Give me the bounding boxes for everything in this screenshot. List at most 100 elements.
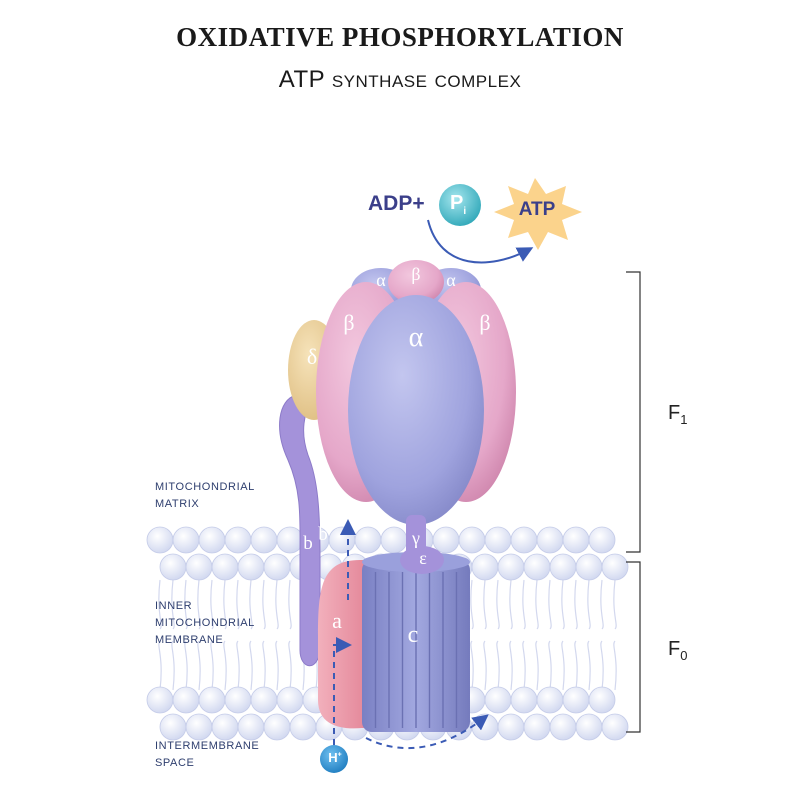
label-beta-top: β — [411, 264, 421, 284]
lipid-tail — [574, 579, 578, 691]
lipid-head — [484, 526, 512, 554]
proton-path-up — [333, 637, 352, 745]
subunit-epsilon — [400, 546, 444, 574]
lipid-head — [211, 713, 239, 741]
lipid-head — [588, 526, 616, 554]
lipid-head — [146, 526, 174, 554]
lipid-tail — [561, 579, 565, 691]
lipid-head — [172, 686, 200, 714]
lipid-tail — [210, 579, 214, 691]
label-b1: b — [303, 533, 313, 554]
label-alpha-front: α — [408, 322, 424, 353]
lipid-head — [471, 713, 499, 741]
lipid-head — [536, 526, 564, 554]
label-gamma: γ — [412, 528, 420, 548]
f0-letter: F — [668, 638, 681, 660]
label-f1: F1 — [668, 402, 687, 427]
lipid-head — [588, 686, 616, 714]
lipid-head — [185, 713, 213, 741]
lipid-head — [198, 686, 226, 714]
lipid-head — [146, 686, 174, 714]
atp-star — [494, 178, 582, 250]
matrix-line-1: MITOCHONDRIAL — [155, 481, 255, 493]
label-a: a — [332, 608, 342, 633]
lipid-head — [237, 713, 265, 741]
label-alpha-top-left: α — [376, 270, 386, 290]
lipid-head — [471, 553, 499, 581]
label-intermembrane-space: INTERMEMBRANE SPACE — [155, 738, 259, 772]
matrix-line-2: MATRIX — [155, 498, 200, 510]
lipid-tail — [197, 579, 201, 691]
lipid-tail — [483, 579, 487, 691]
membrane-line-2: MITOCHONDRIAL — [155, 617, 255, 629]
lipid-tail — [522, 579, 526, 691]
label-c: c — [407, 622, 419, 648]
label-b2: b — [318, 524, 328, 545]
lipid-head — [510, 526, 538, 554]
label-beta-right: β — [479, 310, 491, 335]
proton-charge: + — [337, 751, 342, 759]
label-beta-left: β — [343, 310, 355, 335]
lipid-head — [263, 553, 291, 581]
lipid-head — [458, 526, 486, 554]
lipid-head — [549, 553, 577, 581]
lipid-head — [237, 553, 265, 581]
lipid-tail — [587, 579, 591, 691]
lipid-head — [354, 526, 382, 554]
pi-symbol: P — [450, 192, 464, 214]
subunit-alpha-front — [348, 295, 484, 525]
lipid-head — [484, 686, 512, 714]
lipid-tail — [613, 579, 617, 691]
lipid-tail — [171, 579, 175, 691]
label-f0: F0 — [668, 638, 687, 663]
subunit-b-stalk — [279, 394, 321, 667]
lipid-head — [250, 526, 278, 554]
page-subtitle: ATP synthase complex — [278, 66, 522, 93]
lipid-head — [432, 526, 460, 554]
lipid-head — [601, 713, 629, 741]
lipid-tail — [288, 579, 292, 691]
lipid-head — [172, 526, 200, 554]
label-delta: δ — [306, 344, 318, 369]
atp-label: ATP — [518, 199, 556, 220]
subunit-beta-top — [388, 260, 444, 304]
lipid-head — [263, 713, 291, 741]
lipid-tail — [223, 579, 227, 691]
lipid-head — [601, 553, 629, 581]
pi-subscript: i — [463, 206, 467, 217]
lipid-tail — [509, 579, 513, 691]
membrane-line-1: INNER — [155, 600, 193, 612]
membrane-line-3: MEMBRANE — [155, 634, 224, 646]
lipid-tail — [158, 579, 162, 691]
label-alpha-top-right: α — [446, 270, 456, 290]
label-epsilon: ε — [419, 548, 427, 568]
intermembrane-line-1: INTERMEMBRANE — [155, 740, 260, 752]
pi-label: Pi — [450, 192, 466, 217]
f1-bracket — [626, 271, 641, 553]
lipid-tail — [262, 579, 266, 691]
lipid-head — [289, 713, 317, 741]
lipid-head — [497, 713, 525, 741]
lipid-head — [250, 686, 278, 714]
lipid-head — [510, 686, 538, 714]
lipid-head — [380, 526, 408, 554]
lipid-head — [159, 713, 187, 741]
lipid-head — [159, 553, 187, 581]
lipid-head — [497, 553, 525, 581]
lipid-tail — [535, 579, 539, 691]
lipid-tail — [600, 579, 604, 691]
pi-ball — [439, 184, 481, 226]
lipid-head — [185, 553, 213, 581]
proton-ball — [320, 745, 348, 773]
proton-rotation-arrow — [365, 714, 489, 750]
f1-subscript: 1 — [680, 412, 688, 427]
lipid-tail — [184, 579, 188, 691]
lipid-head — [536, 686, 564, 714]
label-mitochondrial-matrix: MITOCHONDRIAL MATRIX — [155, 479, 255, 513]
lipid-tail — [275, 579, 279, 691]
f0-bracket — [626, 561, 641, 733]
proton-label: H+ — [326, 750, 344, 765]
lipid-head — [276, 686, 304, 714]
